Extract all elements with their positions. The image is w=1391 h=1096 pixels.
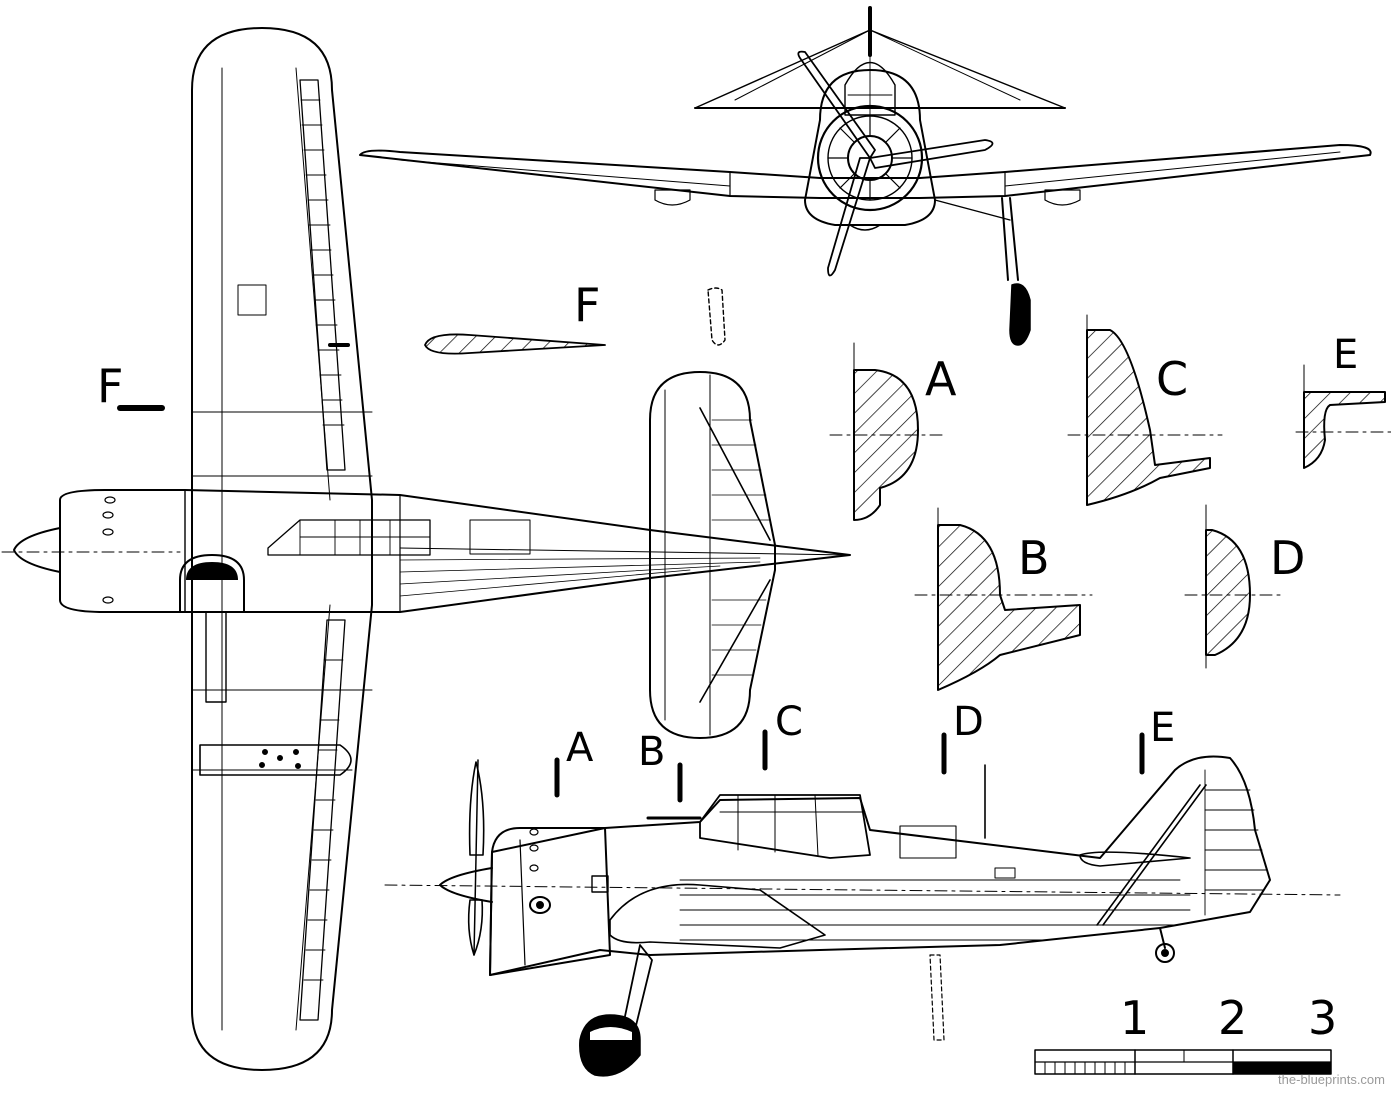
scale-mark-2: 2 bbox=[1218, 991, 1248, 1045]
label-section-e: E bbox=[1333, 332, 1359, 378]
scale-mark-1: 1 bbox=[1120, 991, 1150, 1045]
top-view-tailplane bbox=[649, 371, 776, 739]
watermark: the-blueprints.com bbox=[1278, 1072, 1385, 1087]
section-c bbox=[1067, 314, 1223, 506]
side-view-fuselage bbox=[489, 755, 1271, 976]
front-view bbox=[359, 6, 1372, 346]
top-view-fuselage bbox=[59, 489, 851, 613]
airfoil-section bbox=[424, 287, 726, 355]
section-b bbox=[914, 507, 1093, 691]
top-view-wing bbox=[191, 27, 373, 1071]
side-view-propeller bbox=[473, 759, 479, 956]
label-side-c: C bbox=[775, 699, 803, 745]
section-d bbox=[1184, 504, 1281, 669]
label-side-b: B bbox=[638, 729, 666, 775]
label-top-view-section-f: F bbox=[97, 359, 124, 413]
label-section-d: D bbox=[1270, 531, 1306, 585]
section-a bbox=[829, 342, 945, 521]
label-side-e: E bbox=[1150, 705, 1176, 751]
label-airfoil-f: F bbox=[574, 278, 601, 332]
label-section-a: A bbox=[925, 352, 957, 406]
front-view-wing bbox=[359, 144, 1372, 199]
section-e bbox=[1295, 364, 1391, 469]
label-side-d: D bbox=[953, 699, 984, 745]
front-view-propeller bbox=[797, 50, 876, 159]
label-side-a: A bbox=[566, 725, 594, 771]
top-view bbox=[1, 27, 851, 1071]
scale-bar bbox=[1034, 1049, 1332, 1075]
label-section-b: B bbox=[1018, 531, 1050, 585]
scale-mark-3: 3 bbox=[1308, 991, 1338, 1045]
label-section-c: C bbox=[1156, 352, 1189, 406]
side-view bbox=[384, 729, 1341, 1077]
